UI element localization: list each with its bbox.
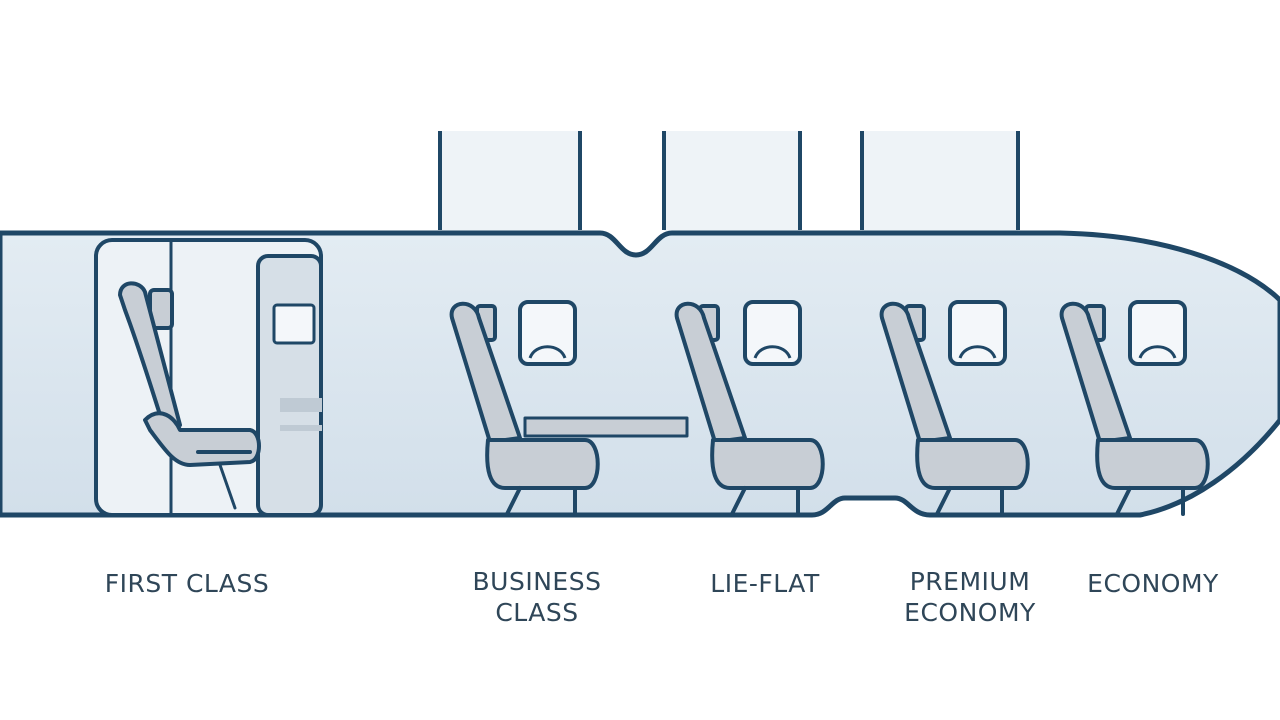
seat-with-tray-icon bbox=[449, 301, 689, 516]
label-premium-economy: PREMIUM ECONOMY bbox=[880, 566, 1060, 628]
label-line: PREMIUM bbox=[909, 567, 1031, 596]
label-line: ECONOMY bbox=[1087, 569, 1219, 598]
economy-seat bbox=[1059, 301, 1210, 516]
label-line: CLASS bbox=[495, 598, 579, 627]
overhead-bin-1 bbox=[438, 131, 582, 231]
suite-seat-icon bbox=[118, 281, 261, 510]
first-class-suite bbox=[94, 238, 323, 517]
window bbox=[948, 300, 1007, 366]
label-line: BUSINESS bbox=[472, 567, 602, 596]
window bbox=[518, 300, 577, 366]
overhead-bin-3 bbox=[860, 131, 1020, 231]
label-business-class: BUSINESS CLASS bbox=[437, 566, 637, 628]
label-lie-flat: LIE-FLAT bbox=[670, 568, 860, 599]
suite-monitor bbox=[272, 303, 316, 345]
label-first-class: FIRST CLASS bbox=[82, 568, 292, 599]
label-line: FIRST CLASS bbox=[104, 569, 270, 598]
premium-economy-seat bbox=[879, 301, 1030, 516]
overhead-bin-2 bbox=[662, 131, 802, 231]
lie-flat-seat bbox=[674, 301, 825, 516]
label-line: ECONOMY bbox=[904, 598, 1036, 627]
suite-shelf bbox=[280, 398, 322, 412]
label-line: LIE-FLAT bbox=[710, 569, 820, 598]
suite-door bbox=[256, 254, 323, 517]
label-economy: ECONOMY bbox=[1068, 568, 1238, 599]
window bbox=[1128, 300, 1187, 366]
window bbox=[743, 300, 802, 366]
